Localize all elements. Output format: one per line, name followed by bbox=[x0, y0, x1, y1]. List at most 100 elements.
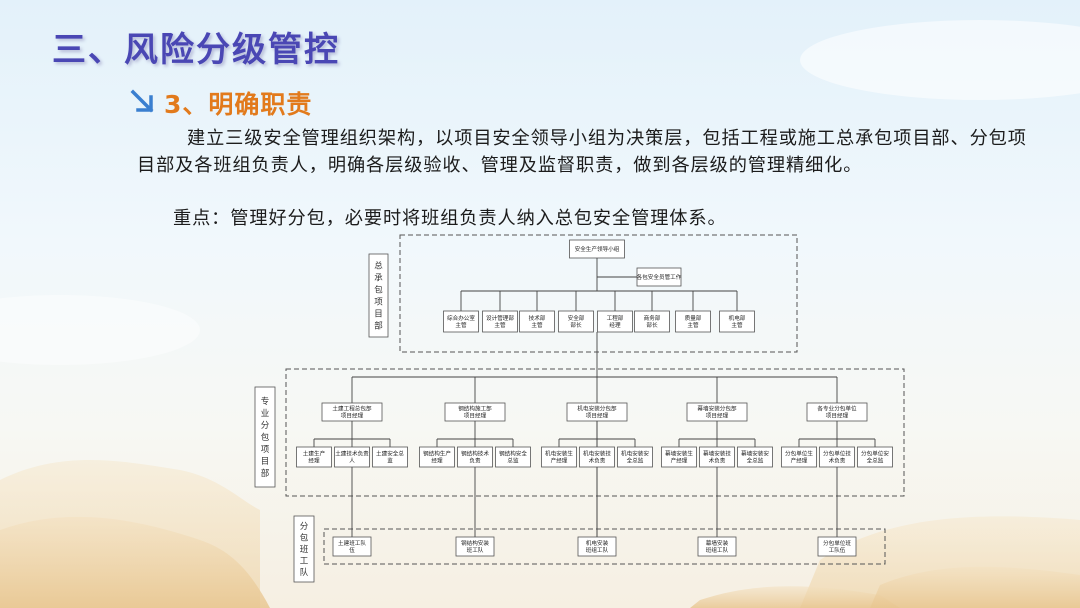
role-box-text: 机电安装技 bbox=[583, 450, 611, 458]
team-box-text: 伍 bbox=[349, 546, 355, 554]
department-box-text: 综合办公室 bbox=[447, 314, 475, 322]
department-box-text: 主管 bbox=[687, 321, 699, 329]
department-box-text: 主管 bbox=[731, 321, 743, 329]
team-box-text: 钢结构安装 bbox=[461, 539, 489, 547]
team-box-text: 分包单位班 bbox=[823, 539, 851, 547]
department-box-text: 安全部 bbox=[568, 314, 585, 322]
role-box-text: 幕墙安装安 bbox=[741, 450, 769, 458]
group-label-char: 分 bbox=[300, 522, 309, 532]
subcontractor-box-text: 项目经理 bbox=[706, 412, 729, 420]
role-box-text: 土建安全总 bbox=[376, 450, 404, 458]
team-box-text: 班组工队 bbox=[586, 546, 609, 554]
group-label-g1 bbox=[368, 253, 389, 338]
department-box bbox=[675, 310, 711, 333]
department-box-text: 部长 bbox=[570, 321, 582, 329]
team-box bbox=[697, 536, 737, 557]
role-box-text: 幕墙安装技 bbox=[703, 450, 731, 458]
group-label-g3 bbox=[293, 515, 315, 583]
group-label-char: 部 bbox=[374, 321, 383, 332]
role-box-text: 术负责 bbox=[829, 457, 846, 465]
department-box-text: 设计管理部 bbox=[486, 314, 514, 322]
subcontractor-box-text: 各专业分包单位 bbox=[817, 405, 857, 413]
role-box-text: 钢结构安全 bbox=[499, 450, 527, 458]
arrow-down-right-icon bbox=[130, 89, 154, 113]
department-box bbox=[482, 310, 518, 333]
department-box bbox=[597, 310, 633, 333]
department-box-text: 主管 bbox=[494, 321, 506, 329]
role-box bbox=[372, 446, 408, 468]
group-frame-subcontractor bbox=[285, 368, 905, 497]
subcontractor-box-text: 钢结构施工部 bbox=[458, 405, 492, 413]
role-box-text: 机电安装生 bbox=[545, 450, 573, 458]
department-box bbox=[443, 310, 479, 333]
role-box bbox=[296, 446, 332, 468]
department-box-text: 机电部 bbox=[729, 314, 746, 322]
role-box-text: 钢结构生产 bbox=[423, 450, 451, 458]
side-box bbox=[636, 267, 682, 287]
role-box-text: 术负责 bbox=[709, 457, 726, 465]
group-label-char: 项 bbox=[374, 298, 383, 308]
subcontractor-box-text: 项目经理 bbox=[464, 412, 487, 420]
role-box bbox=[495, 446, 531, 468]
role-box-text: 总监 bbox=[507, 457, 519, 465]
section-subtitle: 3、明确职责 bbox=[128, 85, 312, 121]
group-label-char: 队 bbox=[300, 567, 309, 578]
group-label-char: 部 bbox=[261, 468, 270, 479]
subcontractor-box-text: 项目经理 bbox=[341, 412, 364, 420]
role-box bbox=[857, 446, 893, 468]
role-box-text: 机电安装安 bbox=[621, 450, 649, 458]
description-text: 建立三级安全管理组织架构，以项目安全领导小组为决策层，包括工程或施工总承包项目部… bbox=[137, 128, 1027, 176]
department-box-text: 工程部 bbox=[607, 314, 624, 322]
role-box-text: 经理 bbox=[308, 457, 320, 465]
role-box-text: 分包单位安 bbox=[861, 450, 889, 458]
subcontractor-box-text: 机电安装分包部 bbox=[577, 405, 617, 413]
role-box-text: 土建技术负责 bbox=[335, 450, 369, 458]
role-box-text: 全总监 bbox=[747, 457, 764, 465]
department-box bbox=[558, 310, 594, 333]
department-box-text: 主管 bbox=[455, 321, 467, 329]
group-label-char: 承 bbox=[374, 274, 383, 284]
team-box-text: 土建班工队 bbox=[338, 539, 366, 547]
group-label-char: 项 bbox=[261, 445, 270, 455]
team-box-text: 班工队 bbox=[467, 546, 484, 554]
group-label-char: 目 bbox=[261, 457, 270, 467]
team-box-text: 班组工队 bbox=[706, 546, 729, 554]
subcontractor-box-text: 项目经理 bbox=[826, 412, 849, 420]
key-point-paragraph: 重点：管理好分包，必要时将班组负责人纳入总包安全管理体系。 bbox=[173, 208, 727, 229]
group-frame-teams bbox=[323, 528, 886, 565]
role-box-text: 土建生产 bbox=[303, 450, 326, 458]
team-box bbox=[332, 536, 372, 557]
team-box-text: 幕墙安装 bbox=[706, 539, 729, 547]
group-label-g2 bbox=[254, 386, 276, 488]
group-label-char: 总 bbox=[374, 261, 383, 272]
group-label-char: 分 bbox=[261, 421, 270, 431]
role-box-text: 产经理 bbox=[671, 457, 688, 465]
group-label-char: 目 bbox=[374, 310, 383, 320]
department-box-text: 主管 bbox=[531, 321, 543, 329]
subcontractor-box-text: 项目经理 bbox=[586, 412, 609, 420]
department-box-text: 质量部 bbox=[685, 314, 702, 322]
role-box-text: 全总监 bbox=[627, 457, 644, 465]
team-box-text: 机电安装 bbox=[586, 539, 609, 547]
subcontractor-box-text: 幕墙安装分包部 bbox=[697, 405, 737, 413]
role-box bbox=[541, 446, 577, 468]
role-box bbox=[661, 446, 697, 468]
root-box-text: 安全生产领导小组 bbox=[575, 245, 620, 253]
role-box bbox=[419, 446, 455, 468]
team-box bbox=[817, 536, 857, 557]
department-box bbox=[634, 310, 670, 333]
role-box-text: 全总监 bbox=[867, 457, 884, 465]
subtitle-text: 3、明确职责 bbox=[164, 90, 313, 119]
role-box-text: 经理 bbox=[431, 457, 443, 465]
group-label-char: 包 bbox=[300, 532, 309, 543]
side-box-text: 各包安全员管工作 bbox=[637, 273, 682, 281]
group-label-char: 包 bbox=[374, 285, 383, 296]
department-box-text: 技术部 bbox=[529, 314, 546, 322]
group-frame-general-contractor bbox=[399, 234, 798, 353]
group-label-char: 包 bbox=[261, 432, 270, 443]
department-box-text: 商务部 bbox=[644, 314, 661, 322]
role-box-text: 幕墙安装生 bbox=[665, 450, 693, 458]
role-box-text: 术负责 bbox=[589, 457, 606, 465]
